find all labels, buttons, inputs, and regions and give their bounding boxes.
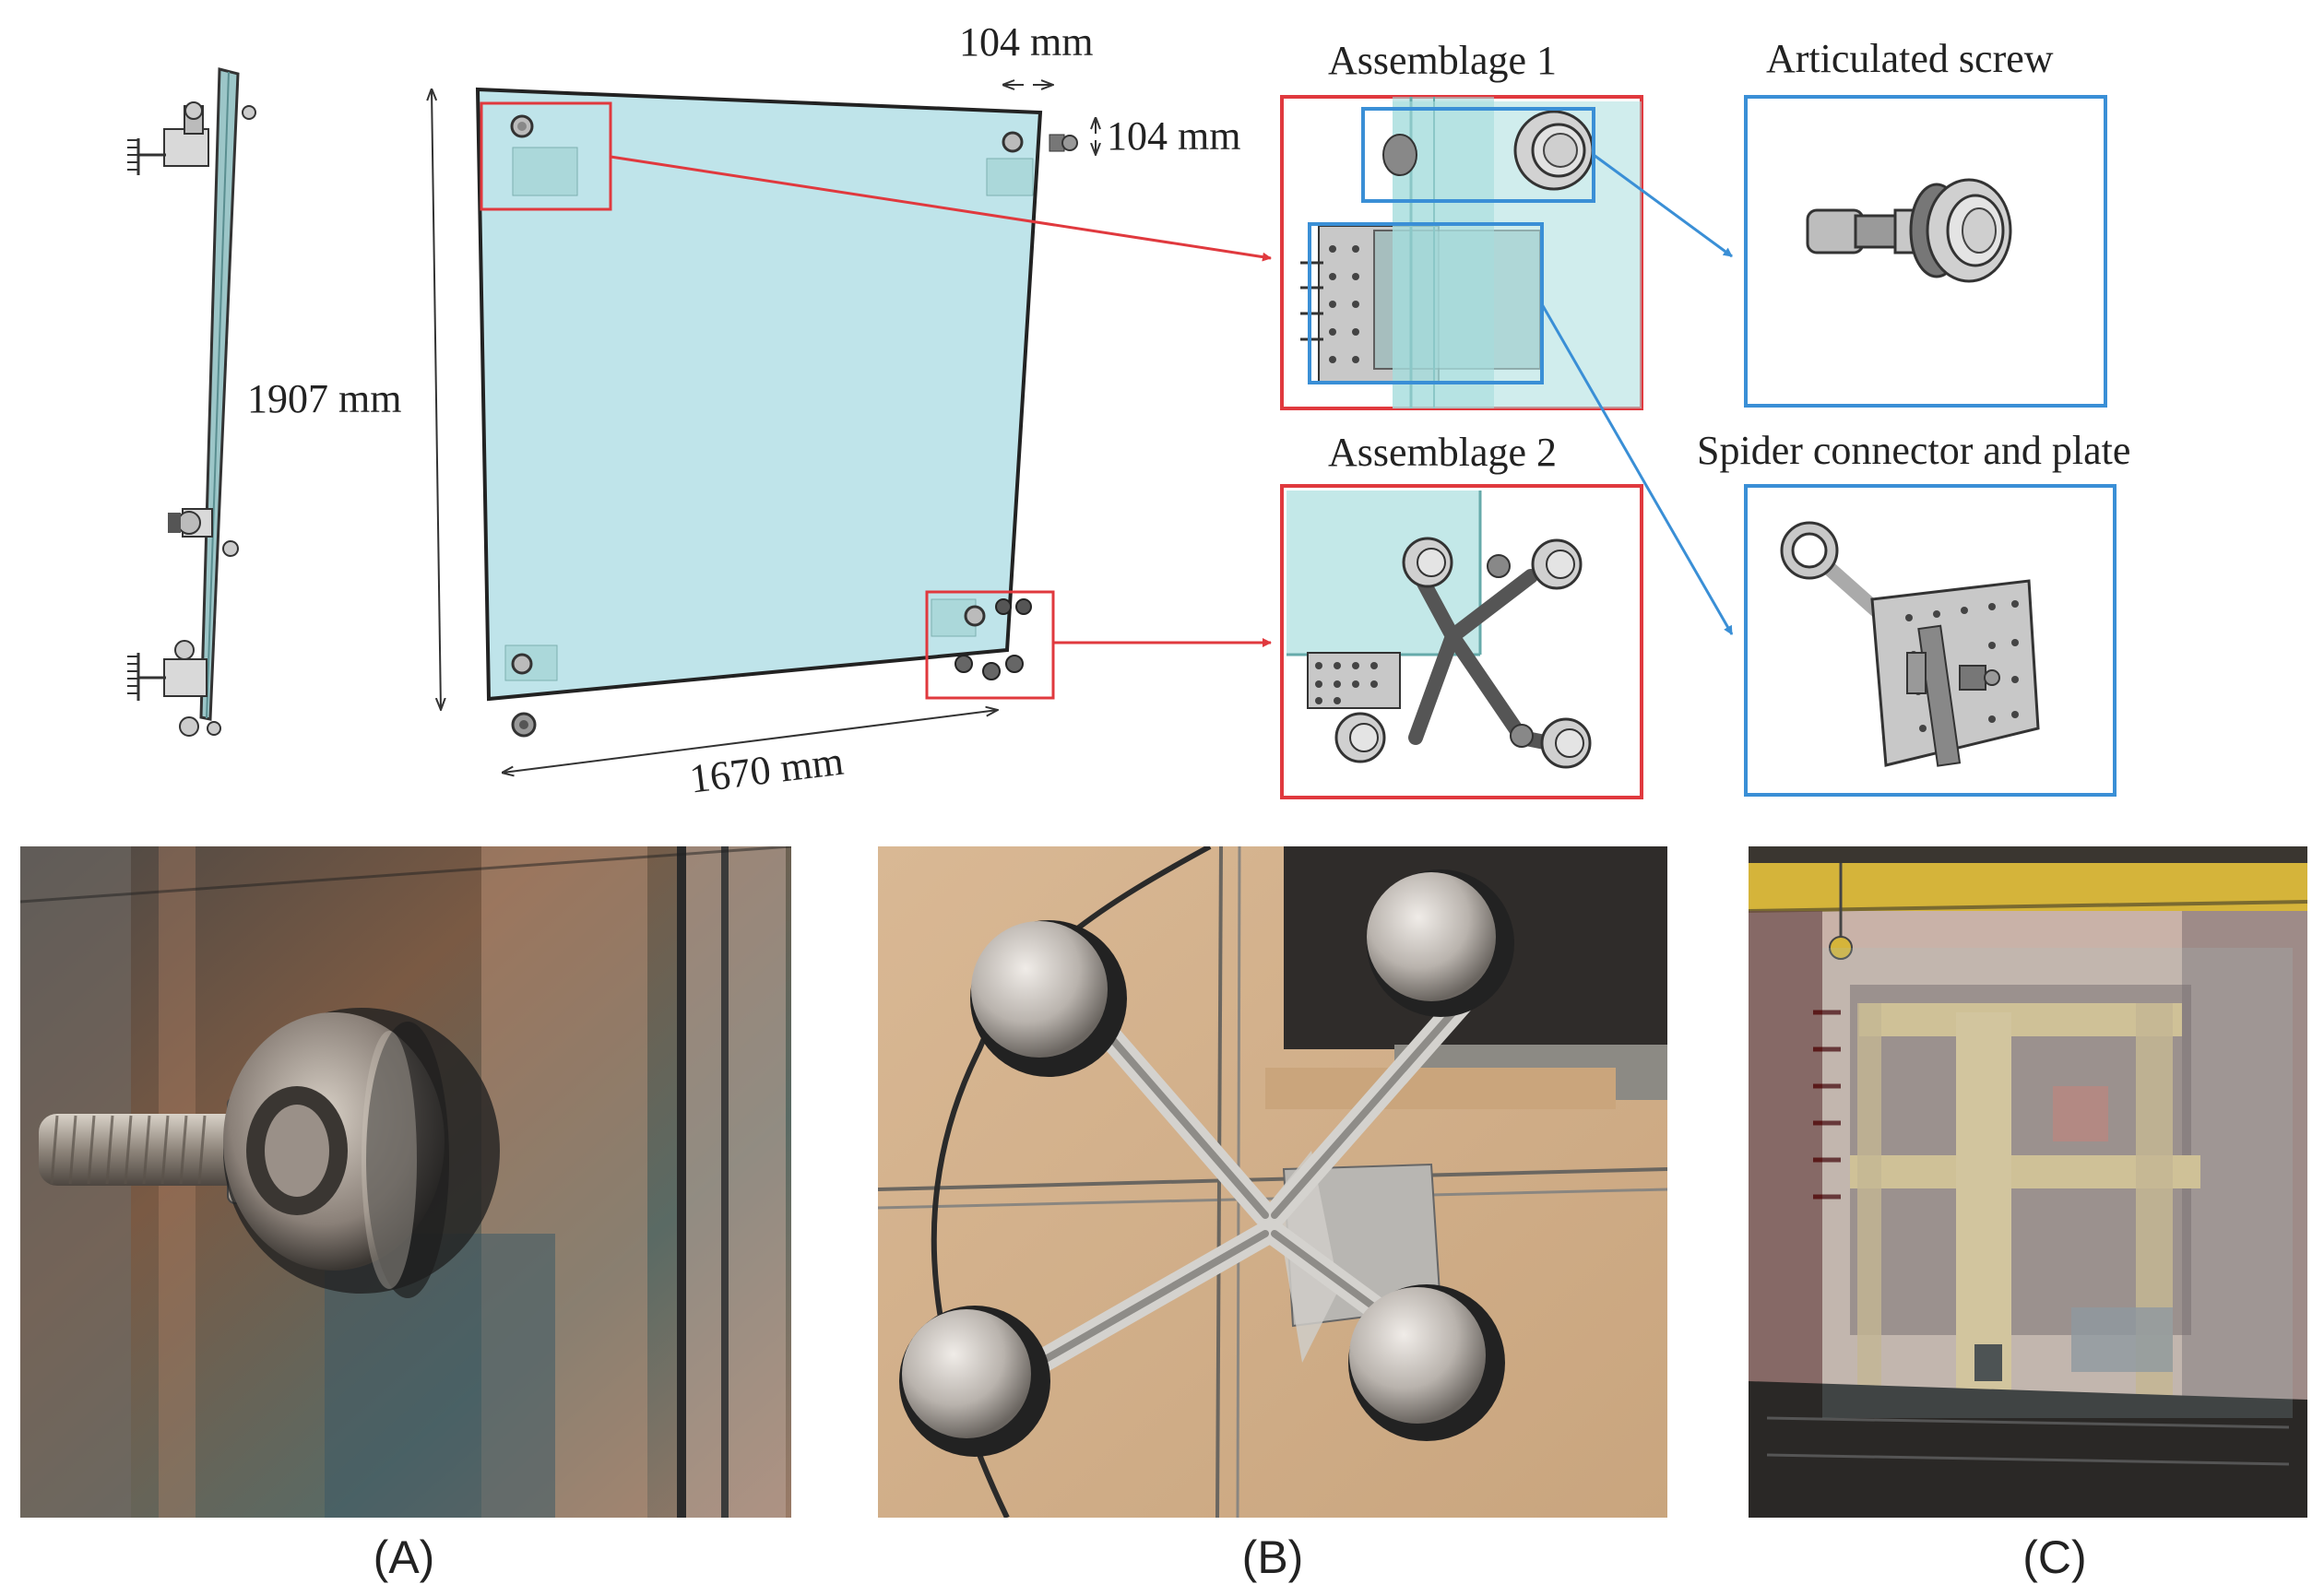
callout-box-assemblage-2 bbox=[925, 590, 1055, 700]
blue-arrow-spider-connector bbox=[1540, 303, 1734, 635]
caption-c: (C) bbox=[2022, 1531, 2087, 1583]
red-arrow-assemblage-1 bbox=[610, 155, 1272, 262]
callout-box-assemblage-1 bbox=[480, 101, 612, 211]
articulated-screw-detail bbox=[1744, 95, 2107, 408]
fitting-bottom-right bbox=[931, 598, 1032, 680]
spider-connector-detail bbox=[1744, 484, 2116, 797]
caption-a: (A) bbox=[373, 1531, 435, 1583]
height-dimension-line bbox=[432, 89, 441, 710]
articulated-screw-title: Articulated screw bbox=[1766, 36, 2054, 81]
fitting-top-left bbox=[510, 114, 578, 196]
spider-connector-title: Spider connector and plate bbox=[1697, 428, 2131, 473]
front-view-panel bbox=[475, 87, 1078, 738]
side-view-panel bbox=[127, 67, 256, 737]
assemblage-2-title: Assemblage 2 bbox=[1328, 430, 1558, 475]
side-bracket-middle bbox=[168, 508, 239, 557]
height-dimension-label: 1907 mm bbox=[247, 376, 402, 421]
offset-vertical-label: 104 mm bbox=[1107, 113, 1241, 159]
facade-diagram bbox=[127, 67, 2116, 799]
photo-b-spider-connector bbox=[878, 846, 1667, 1518]
photo-c-test-rig bbox=[1749, 846, 2307, 1518]
assemblage-1-detail bbox=[1280, 95, 1643, 410]
side-bracket-bottom bbox=[127, 640, 221, 737]
side-bracket-top bbox=[127, 101, 256, 175]
assemblage-2-detail bbox=[1280, 484, 1643, 799]
width-dimension-line bbox=[503, 710, 998, 773]
blue-arrow-articulated-screw bbox=[1593, 153, 1733, 258]
fitting-top-right bbox=[986, 131, 1078, 196]
caption-b: (B) bbox=[1241, 1531, 1304, 1583]
assemblage-1-title: Assemblage 1 bbox=[1328, 38, 1558, 83]
offset-horizontal-label: 104 mm bbox=[959, 19, 1094, 65]
photo-a-articulated-screw bbox=[20, 846, 791, 1518]
